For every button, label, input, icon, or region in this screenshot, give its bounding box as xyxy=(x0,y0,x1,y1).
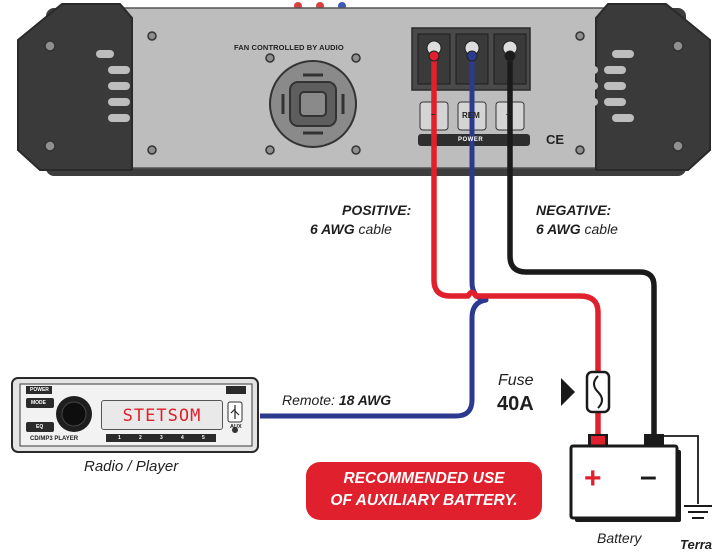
radio-model-label: CD/MP3 PLAYER xyxy=(30,436,79,442)
positive-title: POSITIVE: xyxy=(342,202,412,218)
terminal-rem-label: REM xyxy=(462,111,480,120)
battery xyxy=(569,434,681,522)
preset-4: 4 xyxy=(181,435,184,441)
negative-cable-word: cable xyxy=(584,221,618,237)
positive-wire xyxy=(431,55,601,372)
ground-wire xyxy=(654,435,699,504)
negative-gauge: 6 AWG xyxy=(536,221,581,237)
ground-icon xyxy=(684,505,712,519)
terminal-minus-label: – xyxy=(431,110,436,119)
fuse-rating: 40A xyxy=(497,393,534,415)
radio-power-button: POWER xyxy=(30,387,49,393)
negative-wire xyxy=(507,55,657,442)
radio-caption: Radio / Player xyxy=(84,458,179,475)
preset-3: 3 xyxy=(160,435,163,441)
fuse-icon xyxy=(561,370,611,414)
battery-minus-sign: – xyxy=(640,460,657,493)
radio-mode-button: MODE xyxy=(31,400,46,406)
positive-gauge: 6 AWG xyxy=(310,221,355,237)
radio-aux-label: AUX xyxy=(230,424,242,430)
positive-cable-word: cable xyxy=(358,221,392,237)
terminal-plus-label: + xyxy=(506,110,511,119)
power-label: POWER xyxy=(458,137,484,143)
callout-line-2: OF AUXILIARY BATTERY. xyxy=(330,492,518,509)
preset-2: 2 xyxy=(139,435,142,441)
battery-plus-sign: + xyxy=(584,462,602,495)
remote-gauge: 18 AWG xyxy=(338,392,392,408)
negative-spec: 6 AWG cable xyxy=(536,221,618,237)
callout-line-1: RECOMMENDED USE xyxy=(343,470,505,487)
remote-prefix: Remote: xyxy=(282,392,335,408)
amplifier xyxy=(17,2,711,176)
ce-icon: CE xyxy=(546,132,565,147)
recommendation-callout: RECOMMENDED USE OF AUXILIARY BATTERY. xyxy=(306,462,542,520)
radio-display: STETSOM xyxy=(101,400,223,430)
positive-spec: 6 AWG cable xyxy=(310,221,392,237)
battery-label: Battery xyxy=(597,530,642,546)
fan-icon xyxy=(269,60,357,148)
ground-label: Terra xyxy=(680,537,713,552)
remote-spec: Remote: 18 AWG xyxy=(282,392,391,408)
fan-label: FAN CONTROLLED BY AUDIO xyxy=(234,43,344,52)
preset-1: 1 xyxy=(118,435,121,441)
fuse-label: Fuse xyxy=(498,372,534,389)
preset-5: 5 xyxy=(202,435,205,441)
radio-eq-button: EQ xyxy=(36,424,44,430)
negative-title: NEGATIVE: xyxy=(536,202,612,218)
usb-icon xyxy=(230,405,240,419)
